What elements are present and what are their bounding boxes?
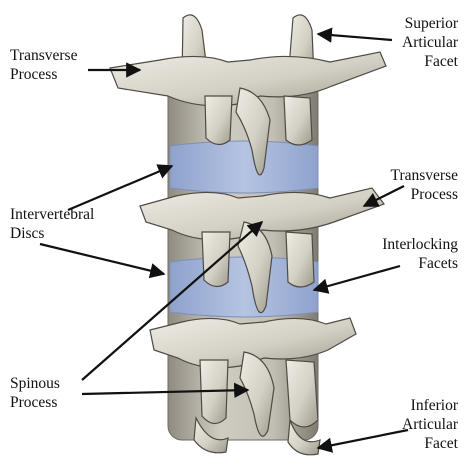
arrow-disc-lower bbox=[40, 244, 164, 274]
label-line: Transverse bbox=[391, 166, 458, 185]
label-line: Transverse bbox=[10, 46, 77, 65]
label-line: Process bbox=[10, 65, 77, 84]
label-line: Interlocking bbox=[382, 235, 458, 254]
label-intervertebral-discs: Intervertebral Discs bbox=[10, 205, 94, 243]
label-line: Discs bbox=[10, 224, 94, 243]
label-line: Process bbox=[10, 393, 60, 412]
label-line: Facets bbox=[382, 254, 458, 273]
label-spinous-process: Spinous Process bbox=[10, 374, 60, 412]
label-superior-articular-facet: Superior Articular Facet bbox=[402, 14, 458, 71]
label-line: Superior bbox=[402, 14, 458, 33]
label-interlocking-facets: Interlocking Facets bbox=[382, 235, 458, 273]
label-inferior-articular-facet: Inferior Articular Facet bbox=[402, 396, 458, 453]
label-line: Articular bbox=[402, 33, 458, 52]
label-transverse-process-right: Transverse Process bbox=[391, 166, 458, 204]
arrow-inferior-articular bbox=[318, 430, 408, 448]
label-line: Articular bbox=[402, 415, 458, 434]
label-line: Intervertebral bbox=[10, 205, 94, 224]
label-line: Facet bbox=[402, 434, 458, 453]
label-line: Inferior bbox=[402, 396, 458, 415]
arrow-superior-articular bbox=[318, 34, 392, 40]
label-transverse-process-left: Transverse Process bbox=[10, 46, 77, 84]
label-line: Spinous bbox=[10, 374, 60, 393]
label-line: Process bbox=[391, 185, 458, 204]
label-line: Facet bbox=[402, 52, 458, 71]
